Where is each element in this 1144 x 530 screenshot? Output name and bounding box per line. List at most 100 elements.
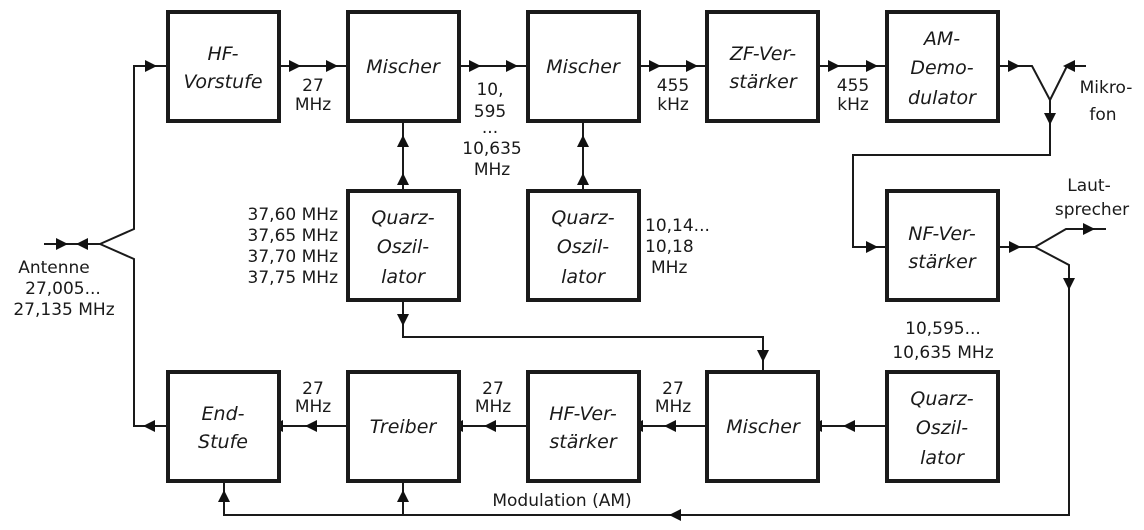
label-line: 27 (302, 76, 324, 96)
arrow-right (56, 238, 68, 250)
arrow-left (305, 420, 317, 432)
arrow-down (1063, 278, 1075, 290)
label-line: 595 (474, 102, 506, 122)
block-nf-verstaerker: NF-Ver- stärker (885, 189, 1000, 302)
label-line: MHz (295, 95, 331, 115)
arrow-up (218, 490, 230, 502)
arrow-right (866, 241, 878, 253)
arrow-right (828, 60, 840, 72)
label-lautsprecher: Laut- sprecher (1055, 176, 1129, 220)
block-treiber: Treiber (346, 370, 461, 483)
block-label: Demo- (910, 57, 973, 79)
arrow-left (143, 420, 155, 432)
block-mischer-1: Mischer (346, 10, 461, 123)
block-label: lator (920, 447, 965, 469)
label-line: 455 (837, 76, 869, 96)
label-line: MHz (474, 160, 510, 180)
label-line: 10,18 (645, 237, 694, 257)
label-line: ... (482, 118, 498, 138)
wire-antenna-fork-down (99, 243, 168, 427)
arrow-left (484, 420, 496, 432)
block-am-demodulator: AM- Demo- dulator (885, 10, 1000, 123)
block-label: Oszil- (377, 236, 429, 258)
arrow-up (577, 135, 589, 147)
label-modulation: Modulation (AM) (492, 491, 631, 511)
block-label: Oszil- (916, 417, 968, 439)
label-line: MHz (655, 397, 691, 417)
block-zf-verstaerker: ZF-Ver- stärker (705, 10, 820, 123)
wire-lautsprecher (1034, 228, 1106, 248)
label-tx-27-1: 27 MHz (295, 379, 331, 417)
block-label: Quarz- (551, 207, 614, 229)
arrow-up (397, 135, 409, 147)
wire-antenna-fork-up (99, 65, 168, 245)
block-label: stärker (908, 251, 976, 273)
arrow-left (664, 420, 676, 432)
block-label: lator (561, 266, 606, 288)
arrow-left (1063, 60, 1075, 72)
label-quarz3-freqs: 10,595... 10,635 MHz (892, 319, 993, 363)
label-quarz2-freqs: 10,14... 10,18 MHz (645, 216, 710, 278)
label-line: Laut- (1067, 176, 1110, 196)
arrow-right (289, 60, 301, 72)
label-rx-if1: 10, 595 ... 10,635 MHz (462, 80, 521, 180)
label-line: 10,635 (462, 139, 521, 159)
arrow-right (1008, 60, 1020, 72)
label-line: MHz (475, 397, 511, 417)
arrow-right (1083, 223, 1095, 235)
block-label: Oszil- (557, 236, 609, 258)
block-label: stärker (729, 71, 797, 93)
label-line: kHz (657, 95, 689, 115)
block-quarz-oszillator-1: Quarz- Oszil- lator (346, 189, 461, 302)
arrow-right (649, 60, 661, 72)
label-line: MHz (295, 397, 331, 417)
label-tx-27-2: 27 MHz (475, 379, 511, 417)
label-line: sprecher (1055, 200, 1129, 220)
arrow-left (76, 238, 88, 250)
arrow-up (577, 173, 589, 185)
label-line: 37,60 MHz (248, 205, 339, 225)
label-line: 37,70 MHz (248, 247, 339, 267)
label-line: 455 (657, 76, 689, 96)
label-quarz1-freqs: 37,60 MHz 37,65 MHz 37,70 MHz 37,75 MHz (248, 205, 339, 288)
block-quarz-oszillator-2: Quarz- Oszil- lator (526, 189, 641, 302)
block-label: lator (381, 266, 426, 288)
label-line: 10,14... (645, 216, 710, 236)
label-rx-455-1: 455 kHz (657, 76, 689, 115)
arrow-right (866, 60, 878, 72)
arrow-down (757, 350, 769, 362)
arrow-right (686, 60, 698, 72)
block-label: Mischer (366, 56, 441, 78)
block-label: Quarz- (910, 388, 973, 410)
label-line: 37,75 MHz (248, 268, 339, 288)
block-label: dulator (908, 87, 977, 109)
block-label: Vorstufe (183, 71, 262, 93)
label-line: 27 (302, 379, 324, 399)
label-line: 27 (482, 379, 504, 399)
wire-quarz1-mischer3 (402, 300, 764, 372)
label-line: fon (1089, 105, 1116, 125)
block-label: NF-Ver- (908, 223, 976, 245)
block-label: End- (202, 403, 245, 425)
block-mischer-3: Mischer (705, 370, 820, 483)
arrow-right (469, 60, 481, 72)
wire-to-nf (852, 100, 1051, 248)
block-label: AM- (922, 28, 960, 50)
block-mischer-2: Mischer (526, 10, 641, 123)
label-rx-27mhz: 27 MHz (295, 76, 331, 115)
block-quarz-oszillator-3: Quarz- Oszil- lator (885, 370, 1000, 483)
label-line: 27,135 MHz (13, 300, 114, 320)
label-rx-455-2: 455 kHz (837, 76, 869, 115)
block-label: Quarz- (371, 207, 434, 229)
block-label: HF- (207, 43, 238, 65)
label-line: 37,65 MHz (248, 226, 339, 246)
block-label: HF-Ver- (549, 403, 617, 425)
arrow-right (506, 60, 518, 72)
arrow-down (397, 314, 409, 326)
block-label: Treiber (370, 416, 438, 438)
label-line: MHz (651, 258, 687, 278)
block-label: Stufe (198, 431, 248, 453)
arrow-up (397, 490, 409, 502)
block-hf-vorstufe: HF- Vorstufe (166, 10, 281, 123)
